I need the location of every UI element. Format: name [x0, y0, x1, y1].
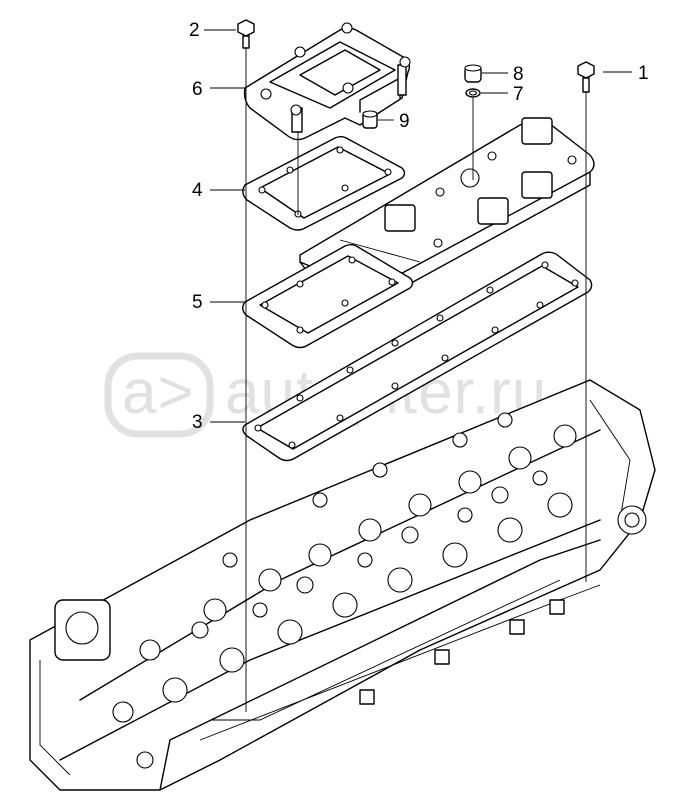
- gasket-square-lower: [242, 244, 414, 349]
- callout-9: 9: [399, 111, 410, 132]
- cylinder-head: [29, 379, 656, 791]
- callout-7: 7: [513, 84, 524, 105]
- callout-2: 2: [189, 20, 200, 41]
- leader-lines: [204, 29, 632, 423]
- callout-6: 6: [192, 79, 203, 100]
- callout-1: 1: [638, 63, 649, 84]
- callout-labels: 1 2 3 4 5 6 7 8 9: [189, 20, 649, 433]
- bolt-short: [237, 19, 255, 49]
- callout-5: 5: [192, 292, 203, 313]
- o-ring: [465, 88, 481, 98]
- callout-8: 8: [513, 64, 524, 85]
- callout-4: 4: [192, 180, 203, 201]
- nut: [362, 110, 378, 129]
- gasket-long: [242, 251, 593, 462]
- gasket-square-upper: [242, 136, 406, 231]
- intake-flange-housing: [243, 22, 411, 141]
- watermark-logo: a>: [122, 358, 195, 427]
- assembly-lines: [245, 48, 587, 712]
- callout-3: 3: [192, 412, 203, 433]
- plug: [464, 64, 482, 83]
- bolt-long: [577, 61, 595, 93]
